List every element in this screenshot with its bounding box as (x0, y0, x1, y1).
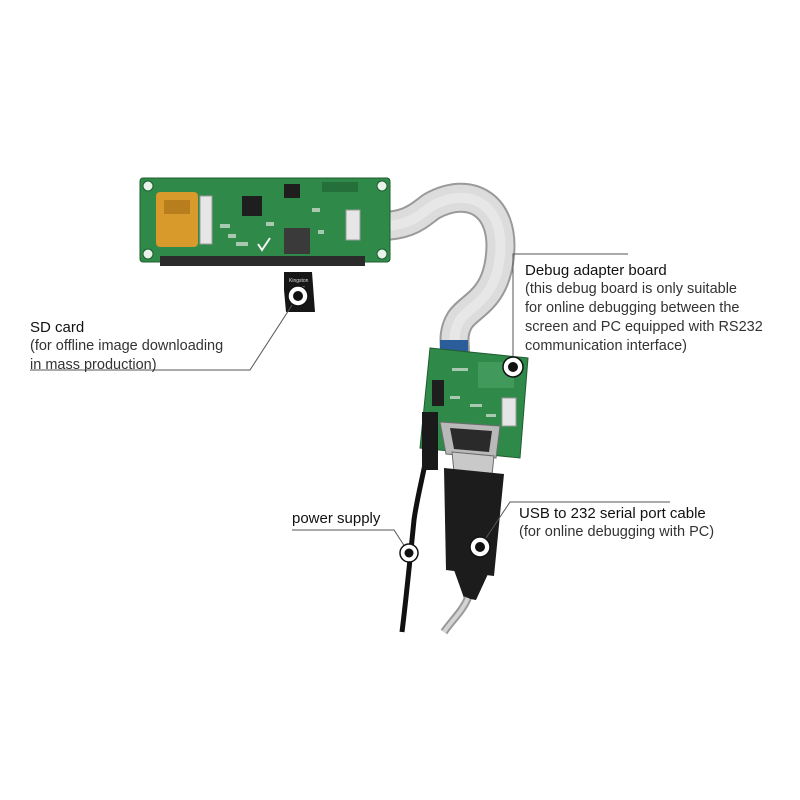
display-board (139, 177, 391, 266)
sd-card-brand: Kingston (289, 278, 309, 284)
power-supply-callout: power supply (292, 509, 380, 528)
usb-cable-title: USB to 232 serial port cable (519, 505, 706, 522)
sd-card-note-1: (for offline image downloading (30, 338, 224, 354)
callout-lines (30, 253, 670, 554)
power-supply-title: power supply (292, 510, 381, 527)
sd-card-callout: SD card (for offline image downloading i… (30, 318, 223, 375)
ribbon-cable (360, 182, 516, 354)
debug-board-note-1: (this debug board is only suitable (525, 281, 737, 297)
usb-marker-icon (469, 536, 491, 558)
debug-marker-icon (502, 356, 524, 378)
debug-callout-line (512, 253, 628, 367)
debug-board-title: Debug adapter board (525, 262, 667, 279)
usb-cable-callout: USB to 232 serial port cable (for online… (519, 504, 714, 542)
power-marker-icon (399, 543, 419, 563)
debug-adapter-board (419, 347, 529, 459)
usb-callout-line (479, 501, 670, 548)
debug-board-note-4: communication interface) (525, 338, 687, 354)
marker-dots (287, 285, 524, 563)
usb-cable-note-1: (for online debugging with PC) (519, 524, 715, 540)
debug-board-note-2: for online debugging between the (525, 300, 740, 316)
sd-card-title: SD card (30, 319, 85, 336)
sd-marker-icon (287, 285, 309, 307)
sd-callout-line (30, 295, 299, 371)
debug-board-callout: Debug adapter board (this debug board is… (525, 261, 763, 356)
debug-board-note-3: screen and PC equipped with RS232 (525, 319, 763, 335)
sd-card-note-2: in mass production) (30, 357, 157, 373)
power-callout-line (292, 529, 410, 554)
power-supply-cable (399, 412, 438, 633)
